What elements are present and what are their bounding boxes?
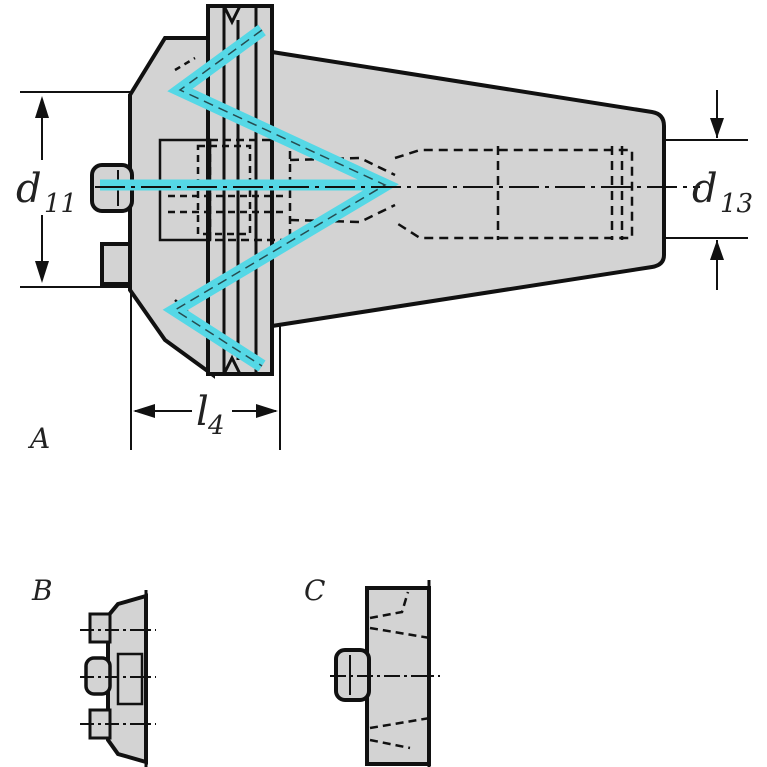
d13-label: d bbox=[692, 166, 718, 212]
view-c-label: C bbox=[304, 574, 325, 607]
collar-groove-top bbox=[222, 5, 242, 26]
taper-shank bbox=[270, 49, 666, 329]
d11-label: d bbox=[16, 166, 42, 212]
collar-groove-bottom bbox=[222, 354, 242, 375]
view-a-label: A bbox=[27, 422, 50, 455]
view-c: C bbox=[304, 574, 440, 767]
view-b-body bbox=[106, 593, 148, 765]
view-b-label: B bbox=[31, 574, 53, 607]
l4-label: l bbox=[196, 389, 209, 435]
dimension-d13 bbox=[664, 90, 748, 290]
d13-subscript: 13 bbox=[720, 189, 753, 219]
dimension-l4 bbox=[130, 290, 281, 450]
hidden-bore bbox=[289, 146, 634, 240]
view-c-hidden bbox=[369, 591, 431, 750]
coolant-outline bbox=[173, 29, 387, 367]
view-b: B bbox=[31, 574, 156, 767]
view-b-insert bbox=[116, 652, 144, 706]
l4-subscript: 4 bbox=[207, 411, 225, 441]
view-a: d 11 d 13 l 4 A bbox=[16, 4, 753, 455]
drive-key bbox=[100, 242, 132, 286]
dimension-d11 bbox=[20, 91, 130, 288]
view-b-screw-top bbox=[88, 612, 112, 644]
d11-subscript: 11 bbox=[44, 189, 77, 219]
